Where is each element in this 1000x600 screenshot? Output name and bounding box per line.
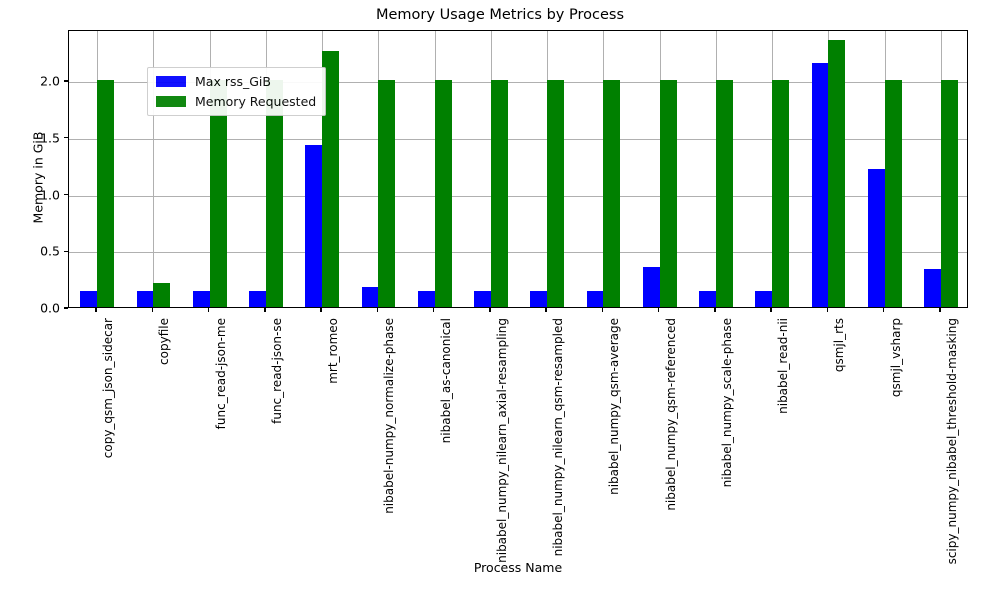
bar: [642, 267, 660, 307]
x-axis: copy_qsm_json_sidecar copyfile func_read-j…: [68, 308, 968, 564]
bar: [867, 168, 885, 307]
bar: [530, 290, 548, 307]
y-tick-mark: [64, 137, 68, 139]
x-tick-label: copy_qsm_json_sidecar: [101, 318, 116, 459]
x-tick-label: func_read-json-se: [269, 318, 284, 424]
x-tick-label: nibabel_read-nii: [776, 318, 791, 414]
x-tick-label: nibabel-numpy_normalize-phase: [382, 318, 397, 514]
x-tick-mark: [545, 308, 547, 312]
bar: [547, 80, 564, 307]
bar: [811, 63, 829, 307]
y-tick-mark: [64, 250, 68, 252]
x-tick-label: qsmjl_rts: [832, 318, 847, 373]
y-tick-label: 1.5: [40, 130, 60, 146]
legend-swatch-memory-requested: [156, 96, 186, 107]
bar: [209, 80, 227, 307]
y-tick-mark: [64, 80, 68, 82]
x-tick-mark: [432, 308, 435, 312]
y-tick-label: 0.5: [40, 243, 60, 259]
bar: [699, 290, 716, 307]
x-tick-label: nibabel_numpy_qsm-average: [607, 318, 622, 495]
y-tick-mark: [64, 307, 68, 309]
bar: [586, 290, 604, 307]
plot-area: Max rss_GiB Memory Requested: [68, 30, 968, 308]
x-tick-mark: [151, 308, 154, 312]
bar: [361, 287, 379, 307]
x-tick-label: nibabel_as-canonical: [438, 318, 453, 444]
gridline-horizontal: [69, 252, 967, 254]
x-axis-label: Process Name: [473, 560, 563, 575]
bar: [378, 80, 396, 307]
bar: [192, 290, 210, 307]
x-tick-mark: [320, 308, 322, 312]
bar: [940, 80, 958, 307]
x-tick-label: qsmjl_vsharp: [888, 318, 903, 398]
y-tick-mark: [64, 193, 68, 196]
y-tick-label: 0.0: [40, 300, 60, 316]
gridline-horizontal: [69, 138, 967, 140]
x-tick-label: func_read-json-me: [213, 318, 228, 430]
bar: [924, 269, 941, 307]
bar: [249, 290, 266, 307]
x-tick-mark: [882, 308, 885, 312]
bar: [603, 80, 621, 307]
gridline-horizontal: [69, 82, 967, 84]
gridline-vertical: [153, 31, 155, 307]
x-tick-mark: [95, 308, 97, 312]
x-tick-mark: [770, 308, 772, 312]
legend-item-max-rss: Max rss_GiB: [156, 74, 316, 89]
legend-label-memory-requested: Memory Requested: [195, 94, 317, 109]
x-tick-mark: [939, 308, 941, 312]
x-tick-label: nibabel_numpy_qsm-referenced: [663, 318, 678, 511]
bar: [884, 80, 902, 307]
x-tick-mark: [657, 308, 660, 312]
x-tick-label: nibabel_numpy_nilearn_qsm-resampled: [551, 318, 566, 557]
y-tick-label: 1.0: [40, 187, 60, 203]
bar: [659, 80, 677, 307]
bar: [265, 80, 283, 307]
bar: [305, 144, 323, 307]
bar: [755, 290, 773, 307]
bar: [828, 40, 846, 307]
bar: [153, 283, 171, 307]
chart-legend: Max rss_GiB Memory Requested: [147, 67, 327, 116]
x-tick-mark: [601, 308, 604, 312]
legend-swatch-max-rss: [156, 76, 186, 87]
x-tick-label: scipy_numpy_nibabel_threshold-masking: [944, 318, 959, 565]
bar: [715, 80, 733, 307]
x-tick-mark: [489, 308, 491, 312]
bar: [136, 290, 154, 307]
bar: [434, 80, 452, 307]
x-tick-mark: [264, 308, 266, 312]
chart-title: Memory Usage Metrics by Process: [375, 7, 624, 23]
x-tick-label: mrt_romeo: [326, 318, 341, 384]
bar: [474, 290, 491, 307]
bar: [97, 80, 114, 307]
gridline-horizontal: [69, 195, 967, 197]
x-tick-mark: [207, 308, 210, 312]
x-tick-mark: [826, 308, 829, 312]
x-tick-label: nibabel_numpy_nilearn_axial-resampling: [494, 318, 509, 563]
bars-container: [69, 31, 967, 307]
bar: [772, 80, 789, 307]
bar: [322, 50, 339, 307]
x-tick-mark: [714, 308, 716, 312]
y-tick-label: 2.0: [40, 73, 60, 89]
legend-item-memory-requested: Memory Requested: [156, 94, 316, 109]
x-tick-label: copyfile: [157, 318, 172, 365]
x-tick-label: nibabel_numpy_scale-phase: [719, 318, 734, 488]
legend-label-max-rss: Max rss_GiB: [195, 74, 271, 89]
x-tick-mark: [376, 308, 379, 312]
bar: [490, 80, 508, 307]
bar: [417, 290, 435, 307]
bar: [80, 290, 98, 307]
